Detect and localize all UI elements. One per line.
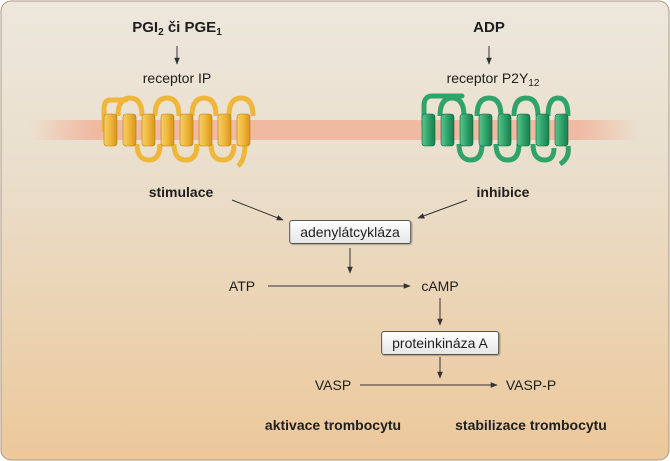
receptor-p2y12-label: receptor P2Y12 [446, 70, 540, 89]
receptor-ip-shape [101, 95, 256, 168]
atp-label: ATP [228, 278, 256, 294]
ligand-pge-subscript: 1 [216, 27, 222, 38]
ligand-pgi-subscript: 2 [158, 27, 164, 38]
stabilizace-label: stabilizace trombocytu [455, 417, 607, 433]
receptor-p2y12-subscript: 12 [528, 78, 540, 89]
adp-label: ADP [473, 19, 505, 36]
stimulace-label: stimulace [148, 184, 214, 200]
left-ligand-label: PGI2 či PGE1 [132, 19, 222, 38]
proteinkinaza-box: proteinkináza A [381, 331, 499, 355]
camp-label: cAMP [421, 278, 459, 294]
receptor-p2y12-text: receptor P2Y [446, 70, 529, 86]
arrow-stimulace-to-adenylatcyklaza [231, 199, 284, 221]
adenylatcyklaza-box: adenylátcykláza [289, 220, 411, 244]
aktivace-label: aktivace trombocytu [264, 417, 402, 433]
receptor-p2y12-shape [421, 93, 571, 167]
ligand-pge: či PGE [163, 19, 217, 36]
vasp-p-label: VASP-P [505, 377, 557, 393]
ligand-pgi: PGI [132, 19, 159, 36]
inhibice-label: inhibice [476, 184, 530, 200]
receptor-ip-label: receptor IP [142, 70, 212, 86]
arrow-inhibice-to-adenylatcyklaza [417, 199, 468, 219]
vasp-label: VASP [314, 377, 352, 393]
